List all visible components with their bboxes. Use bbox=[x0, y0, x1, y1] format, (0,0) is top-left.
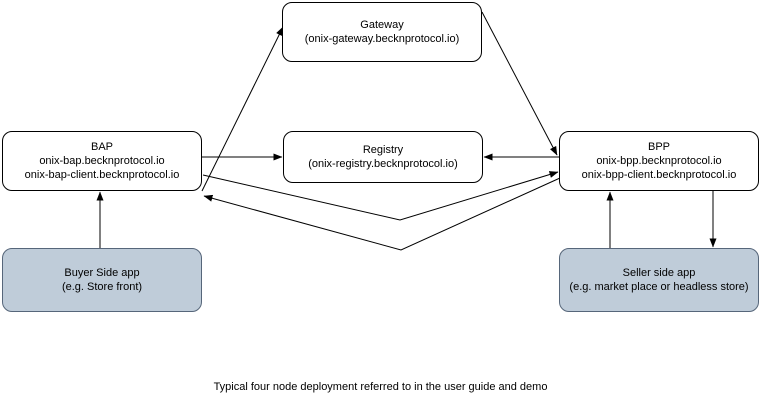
edge-bpp-to-bap bbox=[203, 177, 561, 251]
node-bpp[interactable]: BPP onix-bpp.becknprotocol.io onix-bpp-c… bbox=[559, 131, 759, 191]
node-gateway[interactable]: Gateway (onix-gateway.becknprotocol.io) bbox=[282, 2, 482, 62]
edge-gateway-to-bpp bbox=[481, 11, 558, 156]
node-gateway-title: Gateway bbox=[360, 18, 404, 31]
node-registry-title: Registry bbox=[362, 143, 404, 156]
diagram-caption: Typical four node deployment referred to… bbox=[213, 381, 548, 393]
edge-bap-to-bpp bbox=[202, 171, 559, 221]
node-bap-title: BAP bbox=[90, 140, 113, 153]
node-bap-extra: onix-bap-client.becknprotocol.io bbox=[24, 169, 180, 182]
node-buyer-app-title: Buyer Side app bbox=[64, 266, 140, 279]
node-registry[interactable]: Registry (onix-registry.becknprotocol.io… bbox=[283, 131, 483, 183]
node-seller-app[interactable]: Seller side app (e.g. market place or he… bbox=[559, 248, 759, 312]
node-bpp-title: BPP bbox=[647, 140, 670, 153]
node-seller-app-subtitle: (e.g. market place or headless store) bbox=[569, 281, 749, 293]
node-buyer-app-subtitle: (e.g. Store front) bbox=[61, 281, 143, 293]
edge-bap-to-gateway bbox=[201, 26, 284, 192]
node-bpp-subtitle: onix-bpp.becknprotocol.io bbox=[596, 154, 722, 167]
node-seller-app-title: Seller side app bbox=[622, 266, 696, 279]
node-registry-subtitle: (onix-registry.becknprotocol.io) bbox=[308, 158, 458, 170]
node-gateway-subtitle: (onix-gateway.becknprotocol.io) bbox=[304, 33, 460, 45]
node-bap[interactable]: BAP onix-bap.becknprotocol.io onix-bap-c… bbox=[2, 131, 202, 191]
node-bpp-extra: onix-bpp-client.becknprotocol.io bbox=[581, 169, 737, 182]
node-buyer-app[interactable]: Buyer Side app (e.g. Store front) bbox=[2, 248, 202, 312]
node-bap-subtitle: onix-bap.becknprotocol.io bbox=[39, 154, 165, 167]
